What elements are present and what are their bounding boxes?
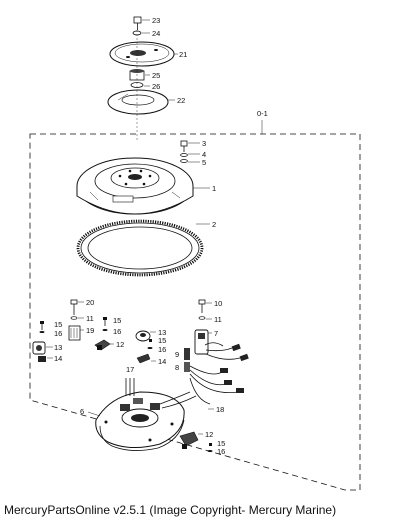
label-9: 9 — [175, 350, 179, 359]
bolt-3 — [180, 140, 188, 152]
label-12a: 12 — [116, 340, 124, 349]
washer-16b — [102, 329, 108, 331]
label-22: 22 — [177, 96, 185, 105]
clip-14a — [38, 356, 46, 362]
label-6: 6 — [80, 407, 84, 416]
label-12b: 12 — [205, 430, 213, 439]
label-4: 4 — [202, 150, 206, 159]
label-14a: 14 — [54, 354, 62, 363]
label-16c: 16 — [158, 345, 166, 354]
label-26: 26 — [152, 82, 160, 91]
label-17: 17 — [126, 365, 134, 374]
label-15b: 15 — [113, 316, 121, 325]
bolt-10 — [198, 299, 206, 313]
coil-19 — [68, 325, 81, 341]
harness-8 — [184, 362, 190, 372]
label-8: 8 — [175, 363, 179, 372]
screw-23 — [133, 16, 142, 30]
label-24: 24 — [152, 29, 160, 38]
flywheel-1 — [76, 157, 194, 215]
label-15c: 15 — [158, 336, 166, 345]
parts-exploded-diagram: 0-1 23 24 21 25 26 22 — [29, 16, 361, 491]
plate-22 — [107, 89, 169, 115]
washer-11b — [198, 316, 206, 320]
coil-13a — [32, 341, 46, 355]
label-13b: 13 — [158, 328, 166, 337]
bracket-12a — [94, 339, 111, 351]
stator-plate-6 — [95, 391, 197, 451]
screw-15b — [103, 317, 107, 326]
washer-16c — [147, 347, 153, 349]
cover-plate-21 — [109, 41, 175, 67]
copyright-footer: MercuryPartsOnline v2.5.1 (Image Copyrig… — [4, 503, 337, 517]
bracket-12b — [179, 431, 199, 449]
washer-4 — [180, 153, 188, 157]
label-16a: 16 — [54, 329, 62, 338]
label-1: 1 — [212, 184, 216, 193]
label-7: 7 — [214, 329, 218, 338]
sensor-13b — [135, 330, 151, 342]
pack-7 — [194, 329, 224, 355]
label-16b: 16 — [113, 327, 121, 336]
lead-17 — [125, 378, 135, 396]
assembly-boundary — [29, 133, 361, 491]
label-3: 3 — [202, 139, 206, 148]
label-10: 10 — [214, 299, 222, 308]
clip-14b — [136, 353, 151, 364]
label-5: 5 — [202, 158, 206, 167]
label-15d: 15 — [217, 439, 225, 448]
ring-gear-2 — [76, 219, 204, 277]
label-11b: 11 — [214, 315, 222, 324]
label-23: 23 — [152, 16, 160, 25]
label-21: 21 — [179, 50, 187, 59]
label-16d: 16 — [217, 447, 225, 456]
washer-5 — [180, 159, 188, 163]
bolt-20 — [70, 299, 78, 315]
screw-15d — [209, 443, 212, 446]
label-19: 19 — [86, 326, 94, 335]
wire-harness — [189, 343, 249, 405]
label-14b: 14 — [158, 357, 166, 366]
washer-16d — [207, 450, 213, 452]
label-15a: 15 — [54, 320, 62, 329]
screw-15c — [149, 339, 152, 342]
screw-15a — [40, 321, 44, 330]
harness-9 — [184, 348, 190, 360]
assembly-label: 0-1 — [257, 109, 268, 118]
label-18: 18 — [216, 405, 224, 414]
label-25: 25 — [152, 71, 160, 80]
washer-11a — [70, 316, 78, 320]
washer-16a — [39, 331, 45, 333]
label-11a: 11 — [86, 314, 94, 323]
label-20: 20 — [86, 298, 94, 307]
label-2: 2 — [212, 220, 216, 229]
label-13a: 13 — [54, 343, 62, 352]
